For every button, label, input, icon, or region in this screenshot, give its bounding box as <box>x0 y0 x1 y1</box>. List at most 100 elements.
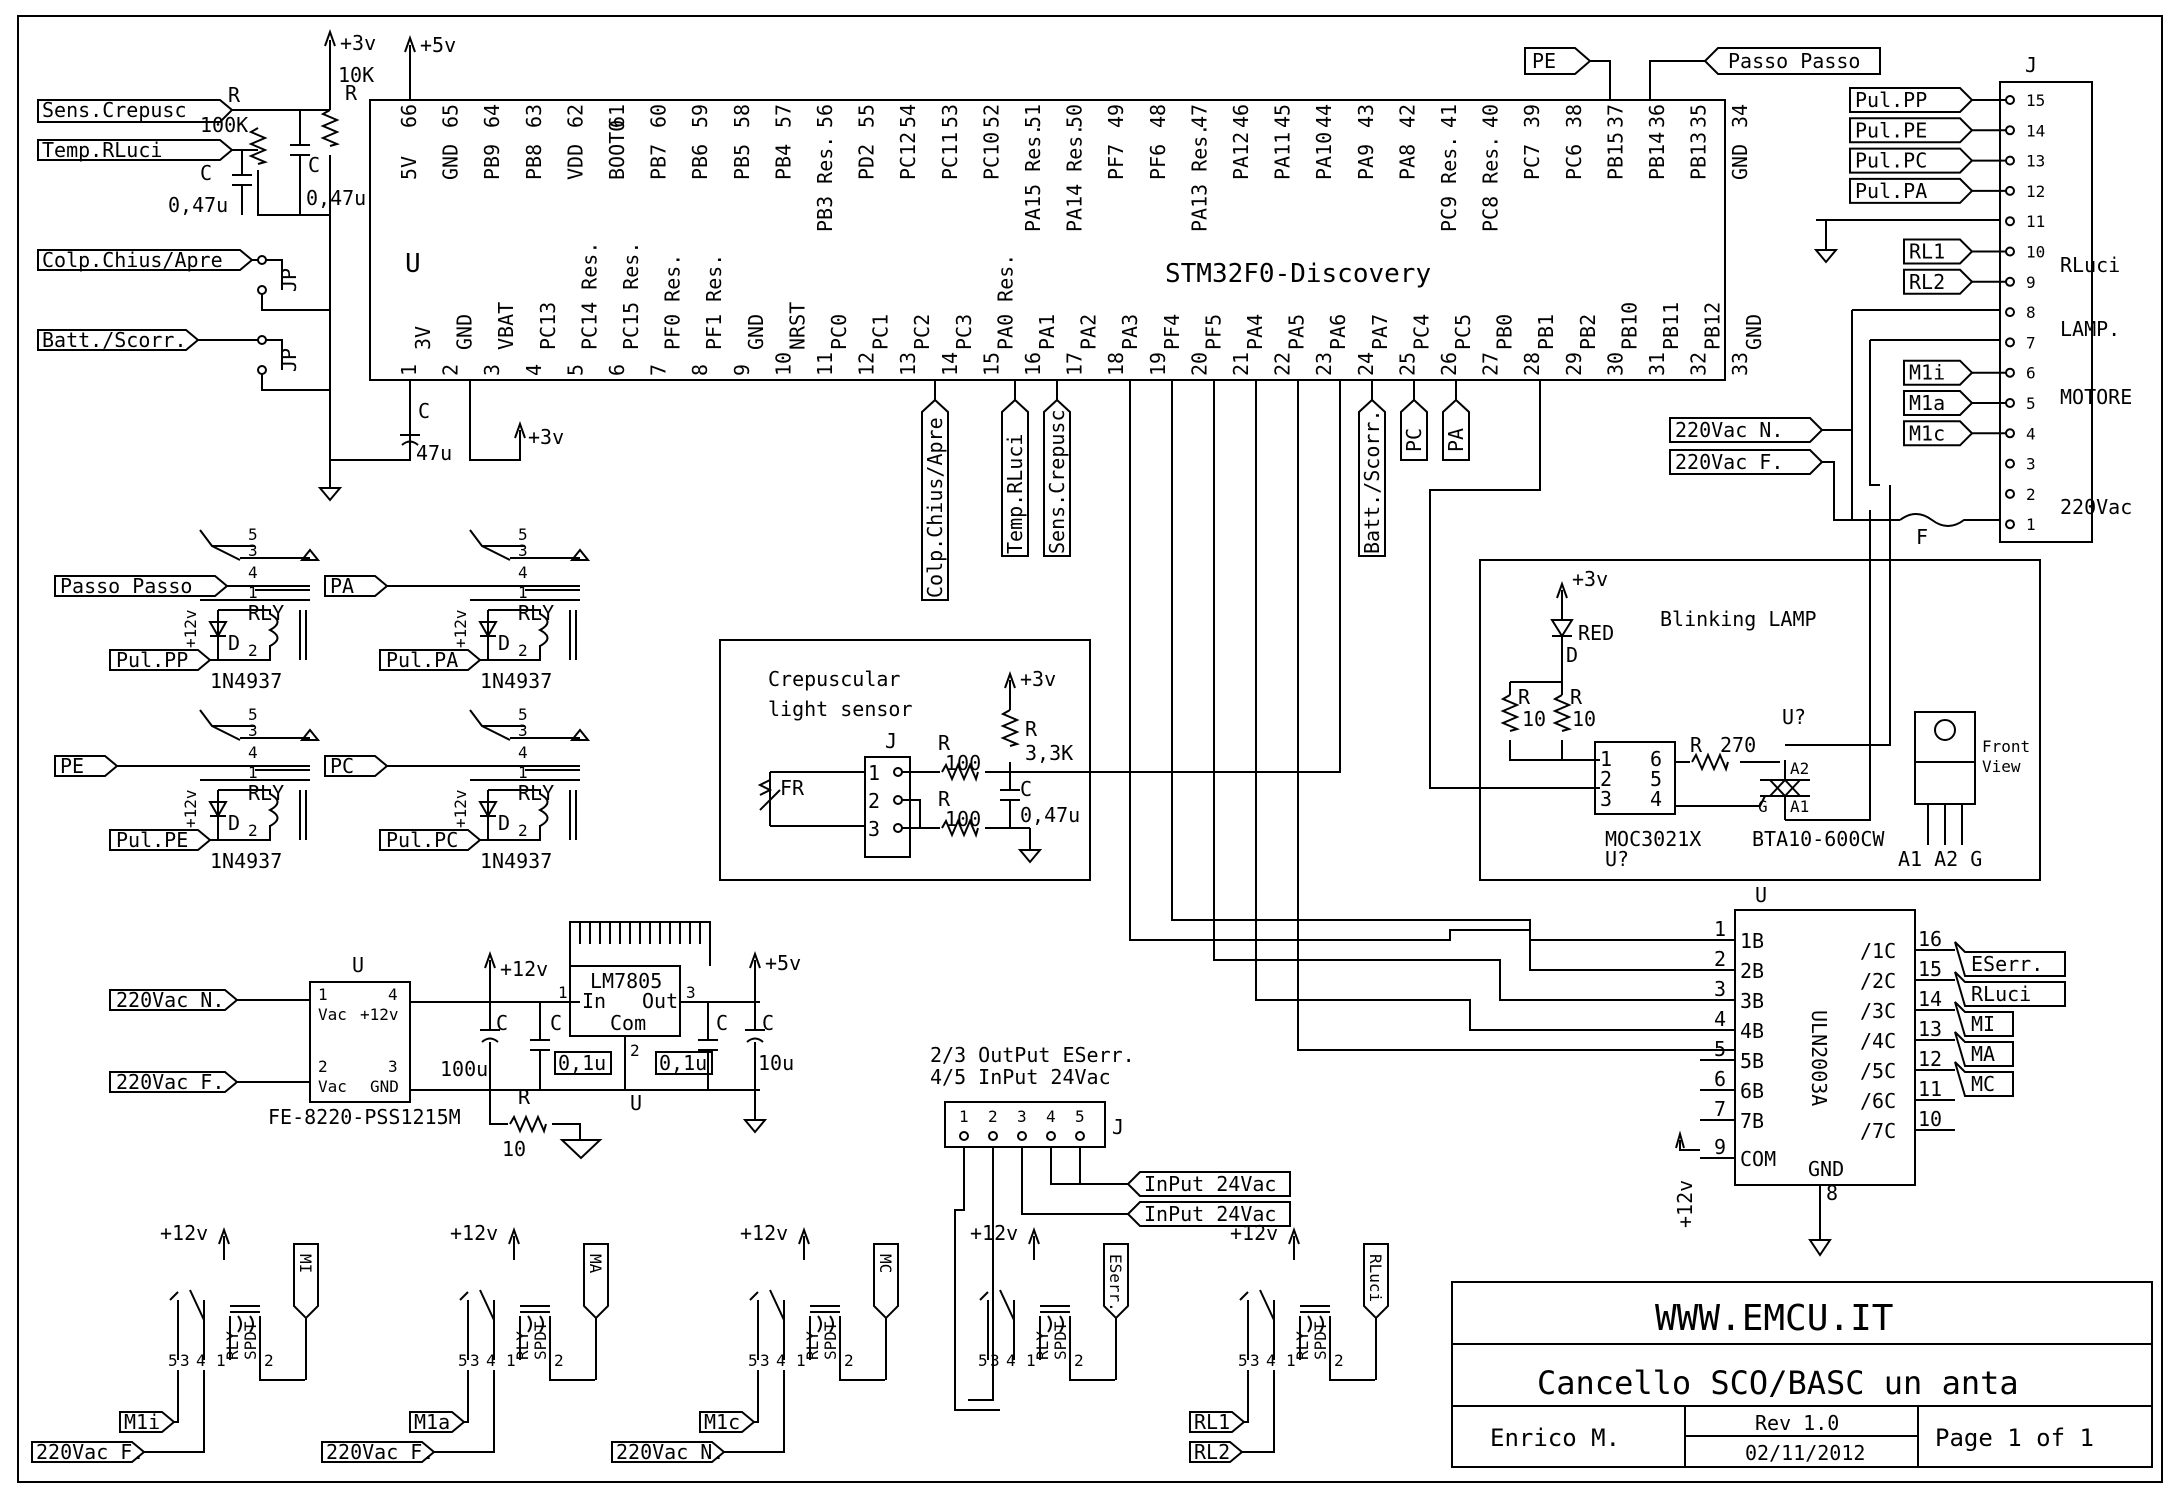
relay-input-tag <box>54 755 310 777</box>
mcu-top-pin-name: PF6 <box>1146 144 1170 180</box>
mcu-bottom-pin-name: PA0 Res. <box>993 254 1017 350</box>
j5-caption1: 2/3 OutPut ESerr. <box>930 1043 1135 1067</box>
c01a-box <box>554 1051 612 1075</box>
triac-name: BTA10-600CW <box>1752 827 1885 851</box>
relay-pin5: 5 <box>248 705 258 724</box>
moc-p2: 2 <box>1600 767 1612 791</box>
pwr-module-ref: U <box>352 953 364 977</box>
mcu-top-pin-num: 61 <box>605 104 629 128</box>
relay-pin4: 4 <box>518 563 528 582</box>
pe-wire <box>1590 60 1611 100</box>
spdt-tag-label: MI <box>296 1254 315 1273</box>
uln-body <box>1734 909 1916 1186</box>
pwr-rails <box>410 1001 760 1091</box>
spdt-12v-label: +12v <box>160 1221 208 1245</box>
relay-coil <box>200 599 310 660</box>
triac-g: G <box>1758 797 1768 816</box>
pwr-5v-label: +5v <box>765 951 801 975</box>
connector-j-tag <box>1903 390 1974 416</box>
r270-r: R <box>1690 733 1703 757</box>
spdt-ac-tag <box>611 1370 785 1463</box>
spdt-tag-label: MA <box>586 1254 605 1274</box>
front-label1: Front <box>1982 737 2030 756</box>
sens-v-tag <box>1043 380 1071 557</box>
uln-out-tag <box>1954 1031 2014 1067</box>
sensor-j-pin3 <box>893 823 903 833</box>
spdt-coil <box>519 1305 595 1381</box>
r100a-r: R <box>938 731 951 755</box>
mcu-body <box>369 99 1726 381</box>
pe-tag-label: PE <box>1532 49 1556 73</box>
mcu-bottom-pin-name: PA5 <box>1285 314 1309 350</box>
crepuscular-block: Crepuscular light sensor FR J 1 2 3 R 10… <box>719 639 1091 881</box>
uln-name: ULN2003A <box>1807 1010 1831 1106</box>
connector-j-tag <box>1669 417 1824 443</box>
mcu-bottom-pin-name: PB2 <box>1576 314 1600 350</box>
vdd-wire <box>469 380 526 461</box>
mcu-top-pin-num: 55 <box>855 104 879 128</box>
title-author: Enrico M. <box>1490 1424 1620 1452</box>
c1-value: 0,47u <box>168 193 228 217</box>
mcu-bottom-pin-name: PB1 <box>1534 314 1558 350</box>
connector-j-pin-num: 8 <box>2026 303 2036 322</box>
mcu-bottom-pin-name: GND <box>1742 314 1766 350</box>
spdt-ac-tag <box>321 1370 495 1463</box>
sensor-j-ref: J <box>885 729 897 753</box>
spdt-p5: 5 <box>748 1351 758 1370</box>
mcu-top-pin-num: 58 <box>730 104 754 128</box>
uln-in-pin-num: 7 <box>1714 1097 1726 1121</box>
spdt-p4: 4 <box>1006 1351 1016 1370</box>
moc-ref: U? <box>1605 847 1629 871</box>
fr-label: FR <box>780 776 805 800</box>
sensor-c-label: C <box>1020 777 1032 801</box>
temp-tag-label: Temp.RLuci <box>42 138 162 162</box>
spdt-rly-label: RLY <box>223 1331 242 1360</box>
spdt-ac-label: 220Vac F. <box>36 1440 144 1464</box>
mcu-bottom-pin-name: PC13 <box>536 302 560 350</box>
connector-j-pin <box>2005 246 2015 257</box>
res-10b <box>1554 694 1570 732</box>
mcu-top-pin-num: 54 <box>896 104 920 128</box>
colp-v-tag <box>921 380 949 601</box>
led-d-label: D <box>1566 643 1578 667</box>
res-10a <box>1502 694 1518 732</box>
vdd-label: +3v <box>528 425 564 449</box>
uln-out-tag-label: MI <box>1971 1012 1995 1036</box>
relay-coil <box>470 779 580 840</box>
relay-diode-label: 1N4937 <box>480 669 552 693</box>
connector-j-pin-num: 6 <box>2026 364 2036 383</box>
r10a-value: 10 <box>1522 707 1546 731</box>
relay-rly-label: RLY <box>518 781 554 805</box>
batt-v-label: Batt./Scorr. <box>1360 410 1384 555</box>
uln-out-tag-label: ESerr. <box>1971 952 2043 976</box>
c01a-label: C <box>550 1011 562 1035</box>
moc-p6: 6 <box>1650 747 1662 771</box>
relay-pin3: 3 <box>248 721 258 740</box>
spdt-sig-label: M1i <box>124 1410 160 1434</box>
sens-tag-label: Sens.Crepusc <box>42 98 187 122</box>
relay-input-label: PC <box>330 754 354 778</box>
mcu-bottom-pin-num: 31 <box>1645 352 1669 376</box>
connector-j-ref: J <box>2025 53 2037 77</box>
uln-out-pin-num: 15 <box>1918 957 1942 981</box>
spdt-tag <box>1363 1243 1389 1380</box>
connector-j-tag <box>1903 238 1974 265</box>
led-red-label: RED <box>1578 621 1614 645</box>
reg-com: Com <box>610 1011 646 1035</box>
spdt-p2: 2 <box>264 1351 274 1370</box>
connector-j-tag-label: 220Vac F. <box>1675 450 1783 474</box>
blinking-block: Blinking LAMP +3v RED D R 10 R 10 1 2 3 … <box>1479 485 2041 881</box>
net-3v-label: +3v <box>340 31 376 55</box>
relay-contact <box>199 709 321 771</box>
moc-p4: 4 <box>1650 787 1662 811</box>
title-site: WWW.EMCU.IT <box>1655 1298 1893 1339</box>
relay-pin3: 3 <box>518 541 528 560</box>
connector-j-pin <box>2005 458 2015 469</box>
mcu-name: STM32F0-Discovery <box>1165 259 1431 289</box>
mcu-bottom-pin-name: PC3 <box>952 314 976 350</box>
spdt-rly-label: RLY <box>803 1331 822 1360</box>
title-main: Cancello SCO/BASC un anta <box>1537 1364 2019 1402</box>
to220-pins: A1 A2 G <box>1898 847 1982 871</box>
spdt-coil <box>229 1305 305 1381</box>
